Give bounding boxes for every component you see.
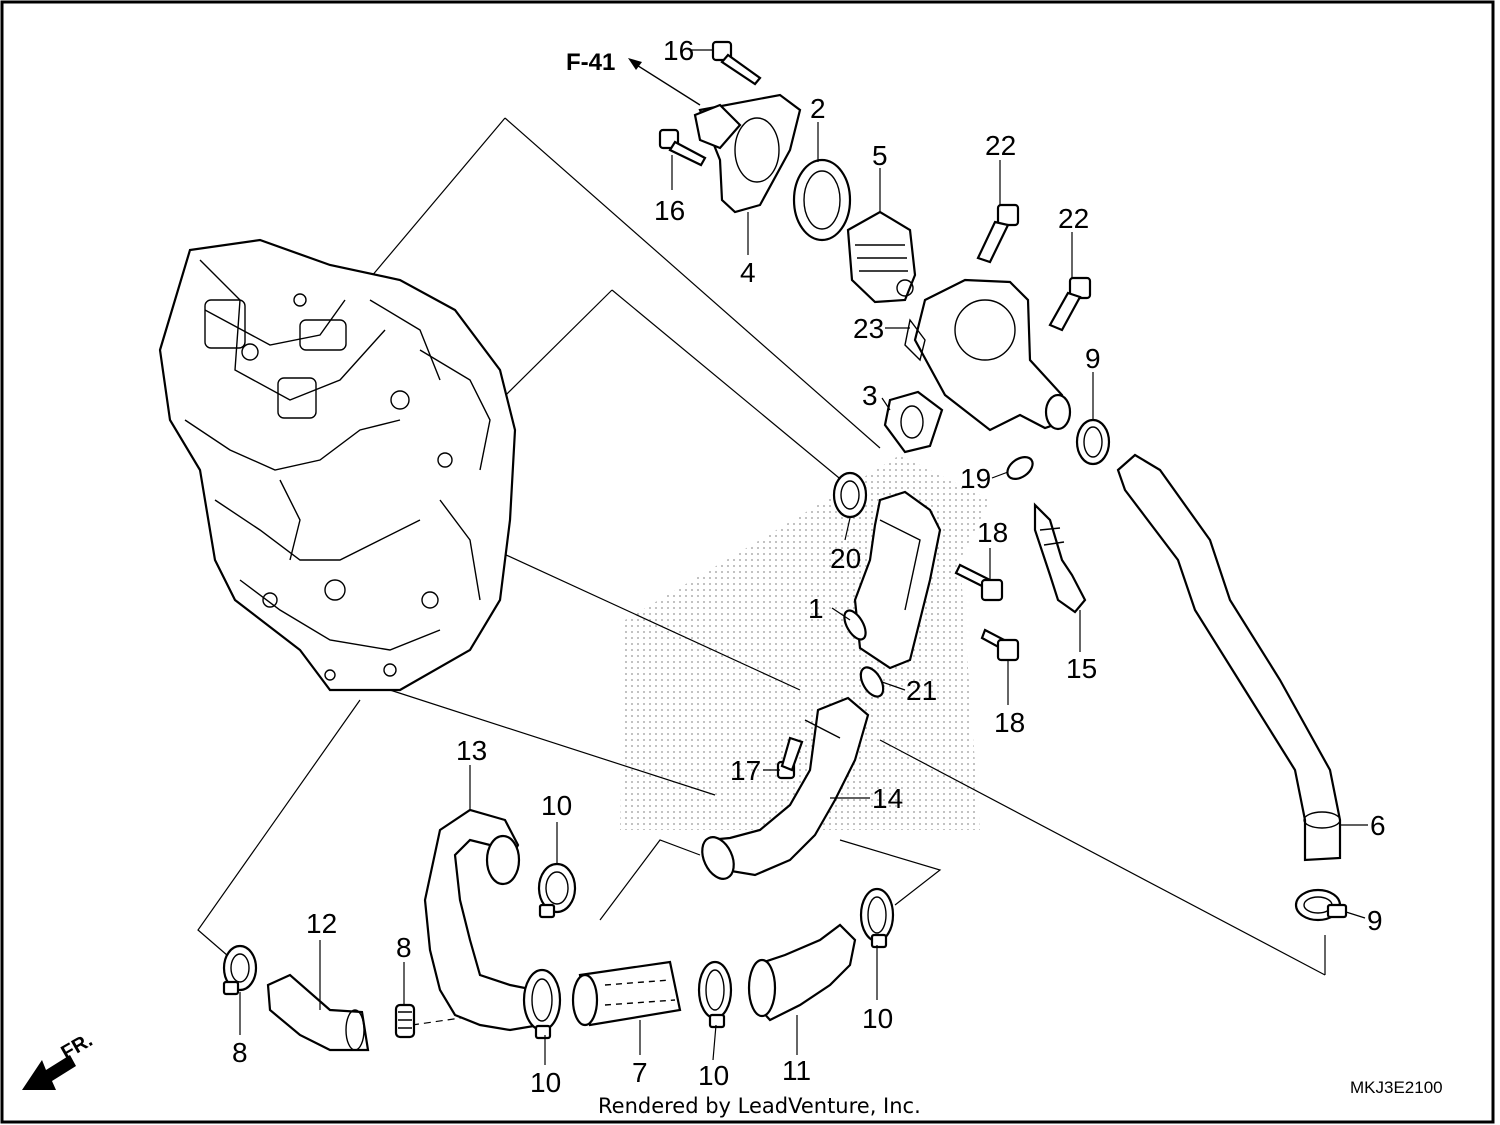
callout-20: 20 xyxy=(830,543,861,574)
part-clamp-10-c xyxy=(697,960,733,1029)
part-clamp-10-b xyxy=(522,968,562,1040)
callout-11: 11 xyxy=(782,1055,811,1086)
front-indicator: FR. xyxy=(22,1029,96,1090)
callout-18-a: 18 xyxy=(977,517,1008,548)
callout-7: 7 xyxy=(632,1057,648,1088)
part-o-ring-20 xyxy=(832,471,868,519)
watermark-logo xyxy=(620,455,990,830)
part-thermostat xyxy=(846,210,917,304)
callout-10-b: 10 xyxy=(530,1067,561,1098)
callout-3: 3 xyxy=(862,380,878,411)
part-hose-straight xyxy=(571,960,682,1027)
front-arrow-icon xyxy=(22,1055,76,1090)
part-hose-long xyxy=(1116,453,1342,862)
callout-17: 17 xyxy=(730,755,761,786)
callout-9-lower: 9 xyxy=(1367,905,1383,936)
part-o-ring xyxy=(792,158,852,242)
part-bolt-16-left xyxy=(658,128,707,167)
callout-1: 1 xyxy=(808,593,824,624)
diagram-code: MKJ3E2100 xyxy=(1350,1078,1443,1097)
part-hose-s xyxy=(423,808,542,1032)
part-clamp-8-a xyxy=(222,944,258,996)
part-bolt-17 xyxy=(776,736,804,780)
part-water-joint xyxy=(843,490,942,670)
callout-14: 14 xyxy=(872,783,903,814)
reference-arrow xyxy=(628,58,701,106)
callout-15: 15 xyxy=(1066,653,1097,684)
callout-numbers: 16 16 2 5 4 22 22 23 9 3 19 20 18 1 15 2… xyxy=(232,35,1386,1098)
callout-6: 6 xyxy=(1370,810,1386,841)
part-clamp-9-upper xyxy=(1075,418,1111,466)
callout-10-a: 10 xyxy=(541,790,572,821)
callout-21: 21 xyxy=(906,675,937,706)
part-outlet-cover xyxy=(693,93,802,214)
part-thermostat-housing xyxy=(904,278,1072,432)
credit-text: Rendered by LeadVenture, Inc. xyxy=(598,1094,921,1118)
callout-4: 4 xyxy=(740,257,756,288)
callout-10-c: 10 xyxy=(698,1060,729,1091)
part-clamp-8-b xyxy=(394,1003,416,1039)
part-temp-sensor xyxy=(1033,502,1087,614)
part-hose-elbow xyxy=(747,923,857,1022)
callout-leaders xyxy=(239,49,1368,1065)
callout-13: 13 xyxy=(456,735,487,766)
callout-5: 5 xyxy=(872,140,888,171)
part-clamp-10-a xyxy=(537,862,577,919)
part-water-pipe xyxy=(701,696,870,880)
part-bolt-18-a xyxy=(954,563,1004,602)
part-gasket xyxy=(883,390,944,454)
callout-16-left: 16 xyxy=(654,195,685,226)
callout-23: 23 xyxy=(853,313,884,344)
part-o-ring-21 xyxy=(859,666,885,698)
part-clamp-9-lower xyxy=(1294,888,1348,922)
callout-16-top: 16 xyxy=(663,35,694,66)
callout-18-b: 18 xyxy=(994,707,1025,738)
part-bolt-22-b xyxy=(1048,276,1092,332)
part-washer xyxy=(1006,455,1034,481)
part-bolt-16-top xyxy=(711,40,762,86)
callout-19: 19 xyxy=(960,463,991,494)
callout-8-a: 8 xyxy=(232,1037,248,1068)
part-bolt-22-a xyxy=(976,203,1020,264)
callout-12: 12 xyxy=(306,908,337,939)
callout-8-b: 8 xyxy=(396,932,412,963)
callout-10-d: 10 xyxy=(862,1003,893,1034)
callout-2: 2 xyxy=(810,93,826,124)
callout-22-b: 22 xyxy=(1058,203,1089,234)
part-bolt-18-b xyxy=(980,628,1020,662)
front-label: FR. xyxy=(58,1029,97,1064)
part-clamp-10-d xyxy=(859,887,895,949)
callout-9-upper: 9 xyxy=(1085,343,1101,374)
engine-block xyxy=(158,238,517,692)
callout-22-a: 22 xyxy=(985,130,1016,161)
reference-label: F-41 xyxy=(566,49,615,76)
part-hose-small xyxy=(266,973,370,1052)
